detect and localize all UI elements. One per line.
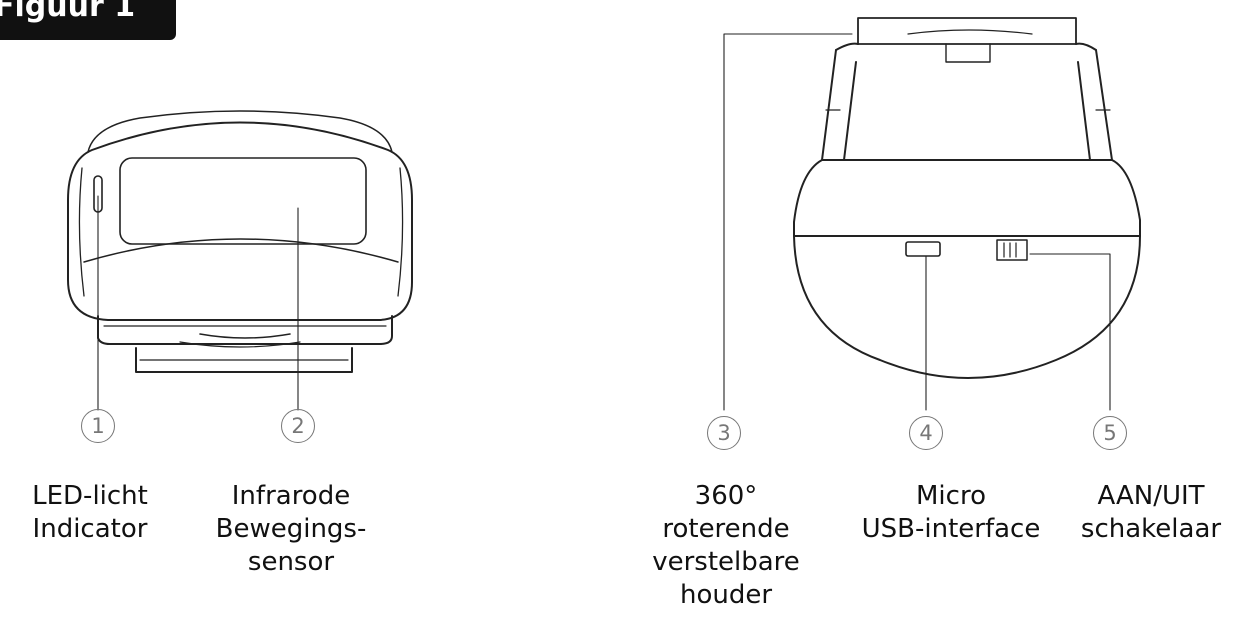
label-line: Infrarode [231,481,351,511]
sensor-back-view [793,17,1141,379]
marker-5: 5 [1093,416,1127,450]
marker-1: 1 [81,409,115,443]
label-line: Bewegings- [215,514,367,544]
marker-3: 3 [707,416,741,450]
label-line: AAN/UIT [1097,481,1205,511]
label-led-indicator: LED-licht Indicator [5,480,175,546]
label-line: 360° [694,481,758,511]
label-line: USB-interface [861,514,1041,544]
label-infrared-sensor: Infrarode Bewegings- sensor [196,480,386,579]
marker-2: 2 [281,409,315,443]
leader-line-5 [1029,253,1111,411]
label-line: verstelbare [652,547,800,577]
label-line: houder [679,580,773,610]
leader-line-3 [723,33,853,411]
figure-tag-text: Figuur 1 [0,0,136,24]
label-line: roterende [662,514,790,544]
label-line: schakelaar [1080,514,1222,544]
label-micro-usb: Micro USB-interface [846,480,1056,546]
label-line: Micro [916,481,986,511]
label-line: LED-licht [32,481,148,511]
label-line: Indicator [32,514,148,544]
figure-tag: Figuur 1 [0,0,176,40]
label-on-off-switch: AAN/UIT schakelaar [1062,480,1240,546]
label-line: sensor [247,547,335,577]
marker-4: 4 [909,416,943,450]
sensor-front-view [67,110,413,373]
label-rotating-holder: 360° roterende verstelbare houder [636,480,816,612]
